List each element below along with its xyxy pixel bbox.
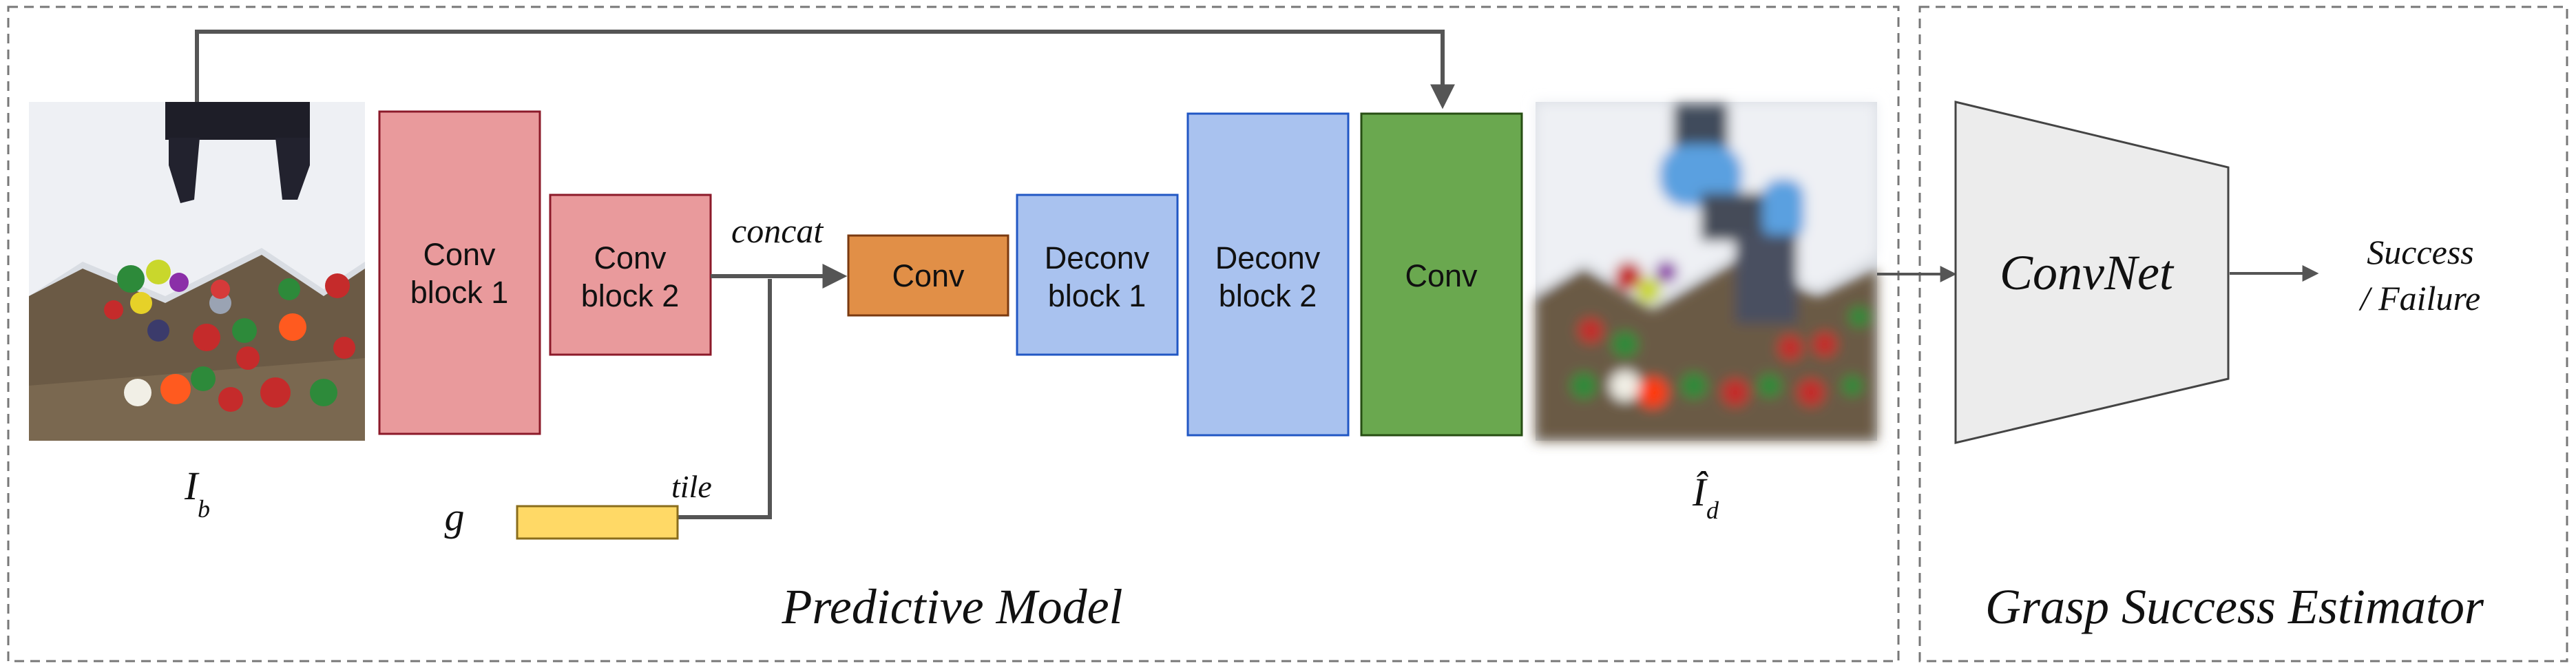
deconv-block-1-line2: block 1 xyxy=(1048,278,1146,313)
output-label-failure: / Failure xyxy=(2358,279,2481,317)
conv-block-2-line2: block 2 xyxy=(581,278,680,313)
conv-block-2: Conv block 2 xyxy=(549,194,712,356)
deconv-block-1: Deconv block 1 xyxy=(1016,194,1179,356)
input-image-label-sub: b xyxy=(198,495,210,523)
grasp-estimator-title: Grasp Success Estimator xyxy=(1985,579,2484,634)
tile-label: tile xyxy=(671,469,712,504)
predictive-model-title: Predictive Model xyxy=(781,579,1122,634)
conv-mid-label: Conv xyxy=(892,258,965,293)
deconv-block-2: Deconv block 2 xyxy=(1186,112,1350,437)
conv-out: Conv xyxy=(1360,112,1523,437)
predicted-image xyxy=(1536,102,1877,441)
input-image-label: I b xyxy=(184,463,210,523)
grasp-estimator-panel xyxy=(1918,6,2568,662)
conv-block-1-line2: block 1 xyxy=(410,275,509,310)
predicted-image-label-main: Î xyxy=(1692,470,1708,514)
tile-path xyxy=(678,279,772,519)
deconv-block-1-line1: Deconv xyxy=(1045,240,1150,275)
conv-block-1-line1: Conv xyxy=(423,237,496,272)
conv-mid: Conv xyxy=(847,234,1009,317)
convnet: ConvNet xyxy=(1954,101,2230,444)
output-label-success: Success xyxy=(2367,233,2474,271)
deconv-block-2-line2: block 2 xyxy=(1219,278,1317,313)
goal-label: g xyxy=(445,494,465,539)
conv-block-1: Conv block 1 xyxy=(378,110,541,435)
convnet-label: ConvNet xyxy=(2000,245,2175,300)
predicted-image-label-sub: d xyxy=(1706,497,1719,524)
predictive-model-panel xyxy=(7,6,1900,662)
goal-vector xyxy=(516,505,679,540)
concat-label: concat xyxy=(731,211,824,250)
input-image xyxy=(29,102,365,441)
predicted-image-label: Î d xyxy=(1692,470,1719,524)
conv-out-label: Conv xyxy=(1405,258,1478,293)
deconv-block-2-line1: Deconv xyxy=(1215,240,1321,275)
skip-connection-arrow xyxy=(195,30,1455,109)
conv-block-2-line1: Conv xyxy=(594,240,667,275)
input-image-label-main: I xyxy=(184,463,200,508)
